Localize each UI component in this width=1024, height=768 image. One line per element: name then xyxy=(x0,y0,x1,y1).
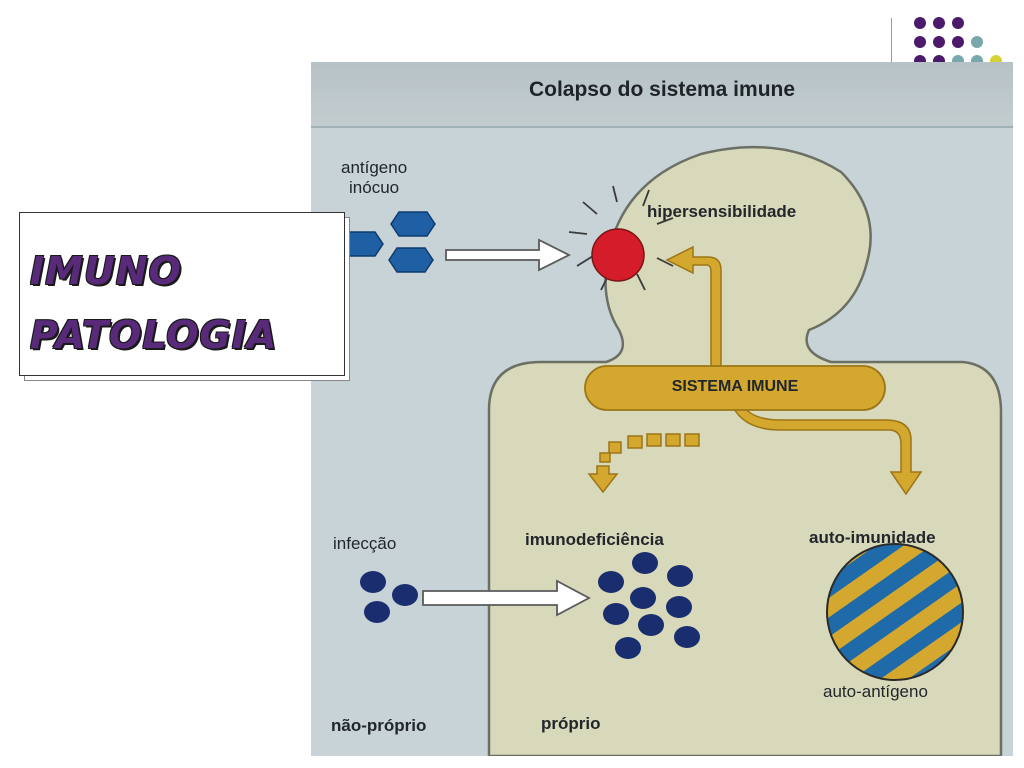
label-immune-system: SISTEMA IMUNE xyxy=(671,378,799,395)
label-antigen: antígeno inócuo xyxy=(341,158,408,197)
label-hypersensitivity: hipersensibilidade xyxy=(647,202,797,221)
reaction-cell xyxy=(591,228,645,282)
decorative-dots xyxy=(914,17,1002,67)
label-autoantigen: auto-antígeno xyxy=(823,682,928,701)
label-infection: infecção xyxy=(333,534,397,553)
hypersensitivity-burst xyxy=(568,185,674,291)
infection-pathogens xyxy=(360,571,418,623)
immune-collapse-figure: Colapso do sistema imune xyxy=(311,62,1013,756)
figure-title: Colapso do sistema imune xyxy=(528,78,796,101)
immune-system-pill xyxy=(584,365,886,411)
dot xyxy=(971,36,983,48)
divider-line xyxy=(891,18,892,66)
slide-title-line1: IMUNO xyxy=(30,249,182,293)
auto-antigen-disc xyxy=(826,543,964,681)
infection-arrow xyxy=(422,579,591,617)
figure-header xyxy=(311,62,1013,128)
label-autoimmunity: auto-imunidade xyxy=(809,528,936,547)
immune-pathways xyxy=(587,245,923,496)
dot xyxy=(914,36,926,48)
antigen-arrow xyxy=(445,238,572,272)
dot xyxy=(952,17,964,29)
label-non-self: não-próprio xyxy=(331,716,427,735)
slide-title-box: IMUNO PATOLOGIA xyxy=(19,212,345,376)
immunodeficiency-pathogens xyxy=(598,552,700,659)
dot xyxy=(933,17,945,29)
slide-title-line2: PATOLOGIA xyxy=(30,313,278,357)
diagram-graphics xyxy=(338,145,1003,756)
dot xyxy=(933,36,945,48)
dot xyxy=(952,36,964,48)
label-immunodeficiency: imunodeficiência xyxy=(525,530,664,549)
label-self: próprio xyxy=(541,714,601,733)
dot xyxy=(914,17,926,29)
harmless-antigen xyxy=(338,211,436,273)
